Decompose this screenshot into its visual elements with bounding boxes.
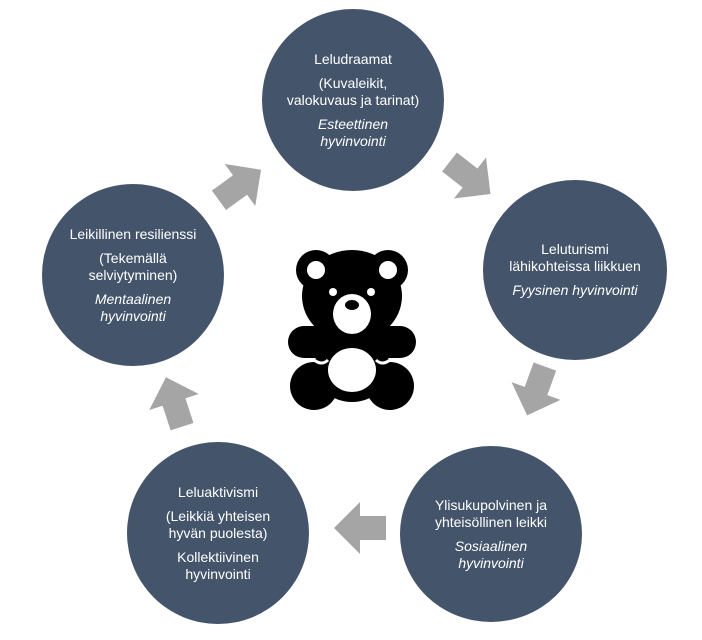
node-title: Leikillinen resilienssi <box>69 225 197 242</box>
node-title: Leluturismi lähikohteissa liikkuen <box>509 241 641 274</box>
node-leluaktivismi: Leluaktivismi (Leikkiä yhteisen hyvän pu… <box>127 442 309 624</box>
node-wellbeing: Mentaalinen hyvinvointi <box>94 290 172 324</box>
node-detail: (Kuvaleikit, valokuvaus ja tarinat) <box>286 74 420 108</box>
node-wellbeing: Esteettinen hyvinvointi <box>317 115 389 149</box>
node-leikillinen-resilienssi: Leikillinen resilienssi (Tekemällä selvi… <box>42 184 224 366</box>
node-title: Leludraamat <box>314 50 392 67</box>
chevron-arrow-icon <box>210 155 270 215</box>
chevron-arrow-icon <box>506 361 566 421</box>
node-leluturismi: Leluturismi lähikohteissa liikkuen Fyysi… <box>483 180 667 360</box>
node-wellbeing: Fyysinen hyvinvointi <box>512 282 638 298</box>
node-detail: (Leikkiä yhteisen hyvän puolesta) <box>165 507 271 541</box>
node-leludraamat: Leludraamat (Kuvaleikit, valokuvaus ja t… <box>262 9 444 191</box>
node-title: Leluaktivismi <box>177 483 259 500</box>
teddy-bear-icon <box>282 248 422 410</box>
node-detail: (Tekemällä selviytyminen) <box>88 249 178 283</box>
node-title: Ylisukupolvinen ja yhteisöllinen leikki <box>434 496 548 530</box>
chevron-arrow-icon <box>144 372 204 432</box>
node-ylisukupolvinen-leikki: Ylisukupolvinen ja yhteisöllinen leikki … <box>400 446 582 622</box>
chevron-arrow-icon <box>440 148 500 208</box>
chevron-arrow-icon <box>330 498 390 558</box>
node-wellbeing: Sosiaalinen hyvinvointi <box>454 537 528 571</box>
node-wellbeing: Kollektiivinen hyvinvointi <box>177 548 259 582</box>
